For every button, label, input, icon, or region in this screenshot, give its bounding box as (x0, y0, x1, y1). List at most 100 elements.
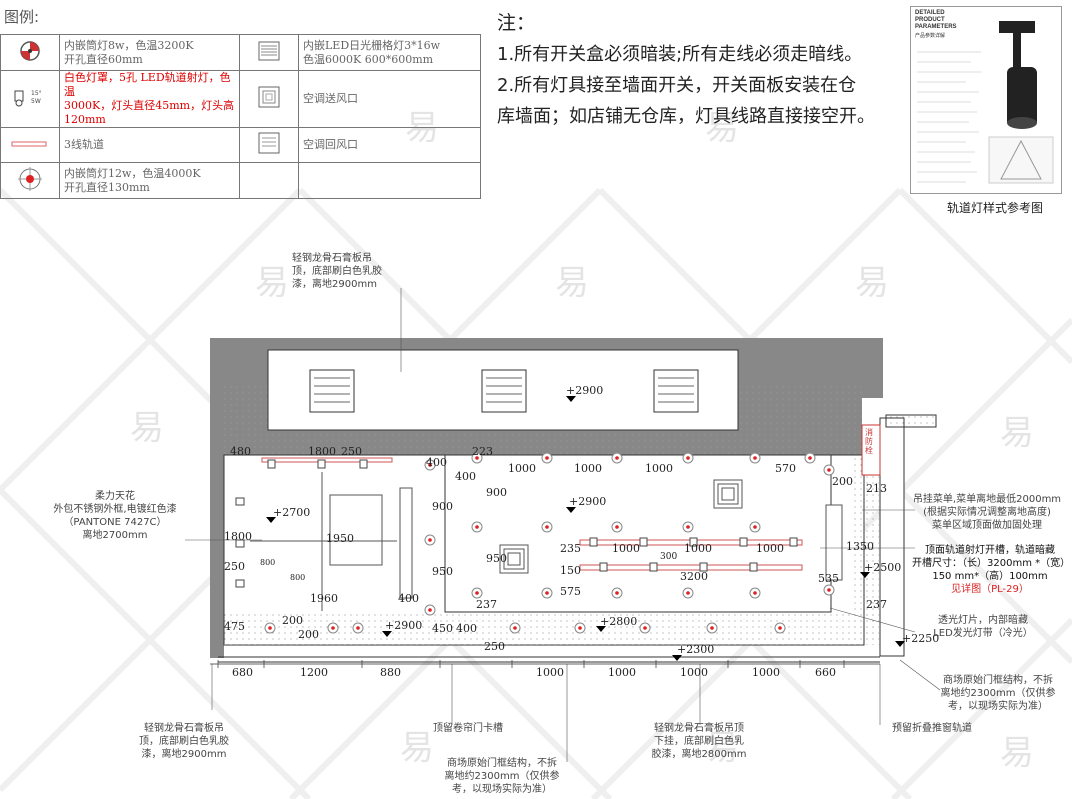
note-line-3: 库墙面；如店铺无仓库，灯具线路直接接空开。 (497, 106, 875, 127)
dimension-label: 1000 (574, 462, 602, 475)
dimension-label: 1000 (608, 666, 636, 679)
legend-row1-right-1: 内嵌LED日光栅格灯3*16w (303, 38, 441, 52)
annotation-track-slot: 顶面轨道射灯开槽，轨道暗藏 开槽尺寸：（长）3200mm *（宽） 150 mm… (912, 545, 1071, 595)
grille-light-icon (239, 34, 299, 71)
watermark: 易 (1000, 733, 1034, 773)
dimension-label: 400 (456, 622, 477, 635)
level-label: +2700 (273, 506, 311, 519)
annotation-menu: 吊挂菜单,菜单离地最低2000mm (根据实际情况调整离地高度) 菜单区域顶面做… (912, 494, 1062, 531)
notes: 注： 1.所有开关盒必须暗装;所有走线必须走暗线。 2.所有灯具接至墙面开关，开… (497, 8, 875, 132)
track-icon (0, 127, 60, 163)
dimension-label: 900 (432, 500, 453, 513)
reference-header: DETAILED PRODUCT PARAMETERS (915, 10, 957, 30)
dimension-label: 800 (290, 573, 306, 582)
reference-caption: 轨道灯样式参考图 (947, 201, 1044, 215)
dimension-label: 250 (341, 445, 362, 458)
dimension-label: 235 (560, 542, 581, 555)
dimension-label: 1800 (224, 530, 252, 543)
dimension-label: 1000 (756, 542, 784, 555)
dimension-label: 535 (818, 572, 839, 585)
watermark: 易 (705, 108, 739, 148)
dimension-label: 1200 (300, 666, 328, 679)
dimension-label: 570 (775, 462, 796, 475)
dimension-label: 800 (260, 558, 276, 567)
reference-subheader: 产品参数详解 (915, 33, 946, 39)
legend-row1-left-2: 开孔直径60mm (64, 52, 143, 66)
note-line-2: 2.所有灯具接至墙面开关，开关面板安装在仓 (497, 75, 857, 96)
annotation-light-strip: 透光灯片，内部暗藏 LED发光灯带（冷光） (933, 615, 1033, 639)
dimension-label: 223 (472, 445, 493, 458)
dimension-label: 1350 (846, 540, 874, 553)
dimension-label: 475 (224, 620, 245, 633)
level-label: +2900 (566, 384, 604, 397)
level-label: +2300 (677, 643, 715, 656)
dimension-label: 1000 (680, 666, 708, 679)
annotation-folding-window: 预留折叠推窗轨道 (892, 723, 972, 734)
legend-row1-right-2: 色温6000K 600*600mm (303, 52, 434, 66)
central-ceiling (444, 454, 832, 613)
dimension-label: 237 (866, 598, 887, 611)
annotation-bottom-door: 商场原始门框结构，不拆 离地约2300mm（仅供参 考，以现场实际为准） (444, 758, 560, 795)
dimension-label: 1000 (508, 462, 536, 475)
annotation-bottom-hanging-ceiling: 轻钢龙骨石膏板吊顶 下挂，底部刷白色乳 胶漆，离地2800mm (651, 723, 747, 760)
dimension-label: 1000 (684, 542, 712, 555)
annotation-bottom-ceiling: 轻钢龙骨石膏板吊 顶，底部刷白色乳胶 漆，离地2900mm (139, 723, 229, 760)
dimension-label: 660 (815, 666, 836, 679)
svg-text:5W: 5W (31, 98, 41, 105)
dimension-label: 400 (455, 470, 476, 483)
level-label: +2800 (600, 615, 638, 628)
legend-row1-left-1: 内嵌筒灯8w，色温3200K (64, 38, 194, 52)
legend-row4-left-1: 内嵌筒灯12w，色温4000K (64, 166, 201, 180)
dimension-label: 1950 (326, 532, 354, 545)
dimension-label: 950 (432, 565, 453, 578)
legend-row4-left-2: 开孔直径130mm (64, 180, 150, 194)
note-line-1: 1.所有开关盒必须暗装;所有走线必须走暗线。 (497, 44, 863, 65)
level-label: +2900 (569, 495, 607, 508)
legend-row2-left-red: 白色灯罩，5孔 LED轨道射灯，色温 (64, 71, 231, 98)
watermark: 易 (1000, 413, 1034, 453)
annotation-soft-ceiling: 柔力天花 外包不锈钢外框,电镀红色漆 （PANTONE 7427C） 离地270… (53, 491, 177, 541)
dimension-label: 250 (484, 640, 505, 653)
ac-supply-vent-icon (239, 70, 299, 128)
level-label: +2500 (864, 561, 902, 574)
dimension-label: 213 (866, 482, 887, 495)
downlight-12w-icon (0, 162, 60, 199)
dimension-label: 880 (380, 666, 401, 679)
track-light-product-icon (917, 21, 1054, 184)
dimension-label: 680 (232, 666, 253, 679)
dimension-label: 900 (486, 486, 507, 499)
legend-title: 图例: (4, 8, 40, 26)
dimension-label: 575 (560, 585, 581, 598)
notes-heading: 注： (497, 12, 536, 34)
legend-row3-right: 空调回风口 (303, 138, 358, 151)
dimension-label: 300 (660, 552, 678, 562)
watermark: 易 (255, 263, 289, 303)
track-light-reference-image: DETAILED PRODUCT PARAMETERS 产品参数详解 (910, 6, 1062, 194)
wall-left (210, 338, 224, 658)
dimension-label: 400 (426, 456, 447, 469)
track-spotlight-icon: 15°5W (0, 70, 60, 128)
dimension-label: 950 (486, 552, 507, 565)
annotation-shutter-slot: 顶留卷帘门卡槽 (433, 723, 503, 734)
level-label: +2250 (902, 632, 940, 645)
dimension-label: 400 (398, 592, 419, 605)
dimension-label: 1000 (612, 542, 640, 555)
legend-row2-left-2: 3000K，灯头直径45mm，灯头高120mm (64, 99, 235, 126)
dimension-label: 1000 (752, 666, 780, 679)
watermark: 易 (130, 408, 164, 448)
dimension-label: 480 (230, 445, 251, 458)
dimension-label: 3200 (680, 570, 708, 583)
legend-row3-left: 3线轨道 (64, 138, 104, 151)
watermark: 易 (855, 263, 889, 303)
dimension-label: 150 (560, 564, 581, 577)
watermark: 易 (400, 728, 434, 768)
dimension-label: 450 (432, 622, 453, 635)
dimension-label: 1960 (310, 592, 338, 605)
dimension-label: 1000 (645, 462, 673, 475)
annotation-right-door: 商场原始门框结构，不拆 离地约2300mm（仅供参 考，以现场实际为准） (940, 675, 1056, 712)
downlight-8w-icon (0, 34, 60, 71)
dimension-label: 237 (476, 598, 497, 611)
dimension-label: 200 (298, 628, 319, 641)
